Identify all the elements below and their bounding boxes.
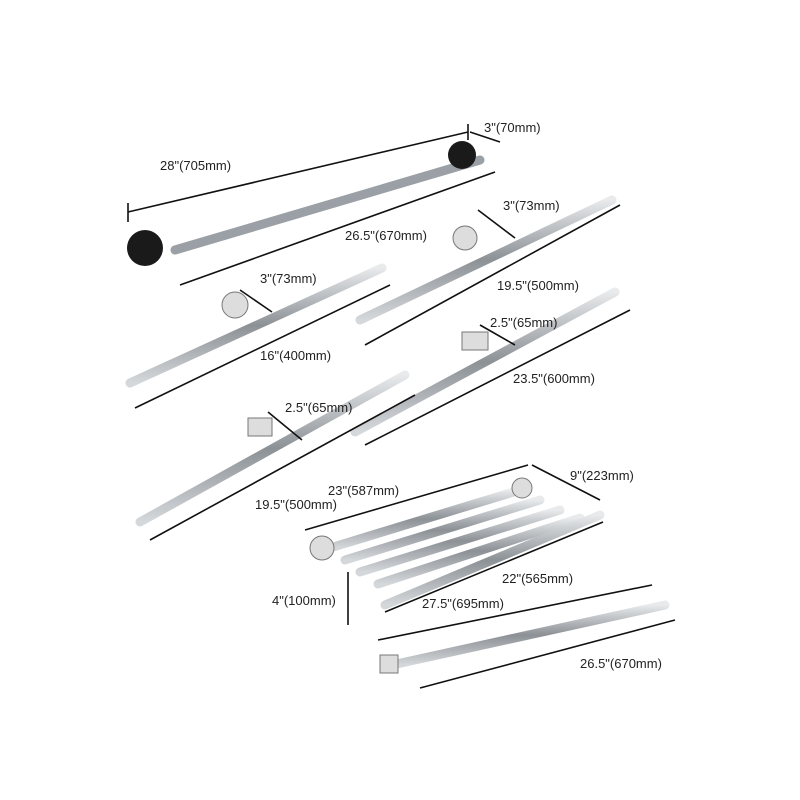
- label-shelf-length: 23"(587mm): [328, 483, 399, 498]
- wall-mount: [127, 230, 163, 266]
- wall-mount: [448, 141, 476, 169]
- towel-bar-19in: [355, 195, 621, 346]
- label-bar-length: 19.5"(500mm): [497, 278, 579, 293]
- dimension-labels: 28"(705mm) 3"(70mm) 26.5"(670mm) 3"(73mm…: [160, 120, 662, 671]
- towel-shelf: [304, 464, 605, 625]
- label-bar-length: 16"(400mm): [260, 348, 331, 363]
- label-projection: 3"(73mm): [503, 198, 560, 213]
- label-bar-length: 23.5"(600mm): [513, 371, 595, 386]
- label-shelf-height: 4"(100mm): [272, 593, 336, 608]
- label-shelf-overall: 27.5"(695mm): [422, 596, 504, 611]
- label-projection: 3"(73mm): [260, 271, 317, 286]
- dimension-lines-bar-1: [127, 124, 501, 286]
- label-bar-length: 26.5"(670mm): [580, 656, 662, 671]
- label-bar-length: 19.5"(500mm): [255, 497, 337, 512]
- towel-bar-23in: [350, 287, 631, 446]
- label-projection: 2.5"(65mm): [285, 400, 352, 415]
- label-shelf-bar-length: 22"(565mm): [502, 571, 573, 586]
- label-projection: 3"(70mm): [484, 120, 541, 135]
- towel-bar-16in: [125, 263, 391, 409]
- label-bar-length: 26.5"(670mm): [345, 228, 427, 243]
- towel-bar-26in-square: [377, 584, 676, 689]
- label-projection: 2.5"(65mm): [490, 315, 557, 330]
- towel-bar-black-28in: [127, 141, 485, 266]
- towel-bar-19in-square: [135, 370, 416, 541]
- label-overall-length: 28"(705mm): [160, 158, 231, 173]
- label-shelf-depth: 9"(223mm): [570, 468, 634, 483]
